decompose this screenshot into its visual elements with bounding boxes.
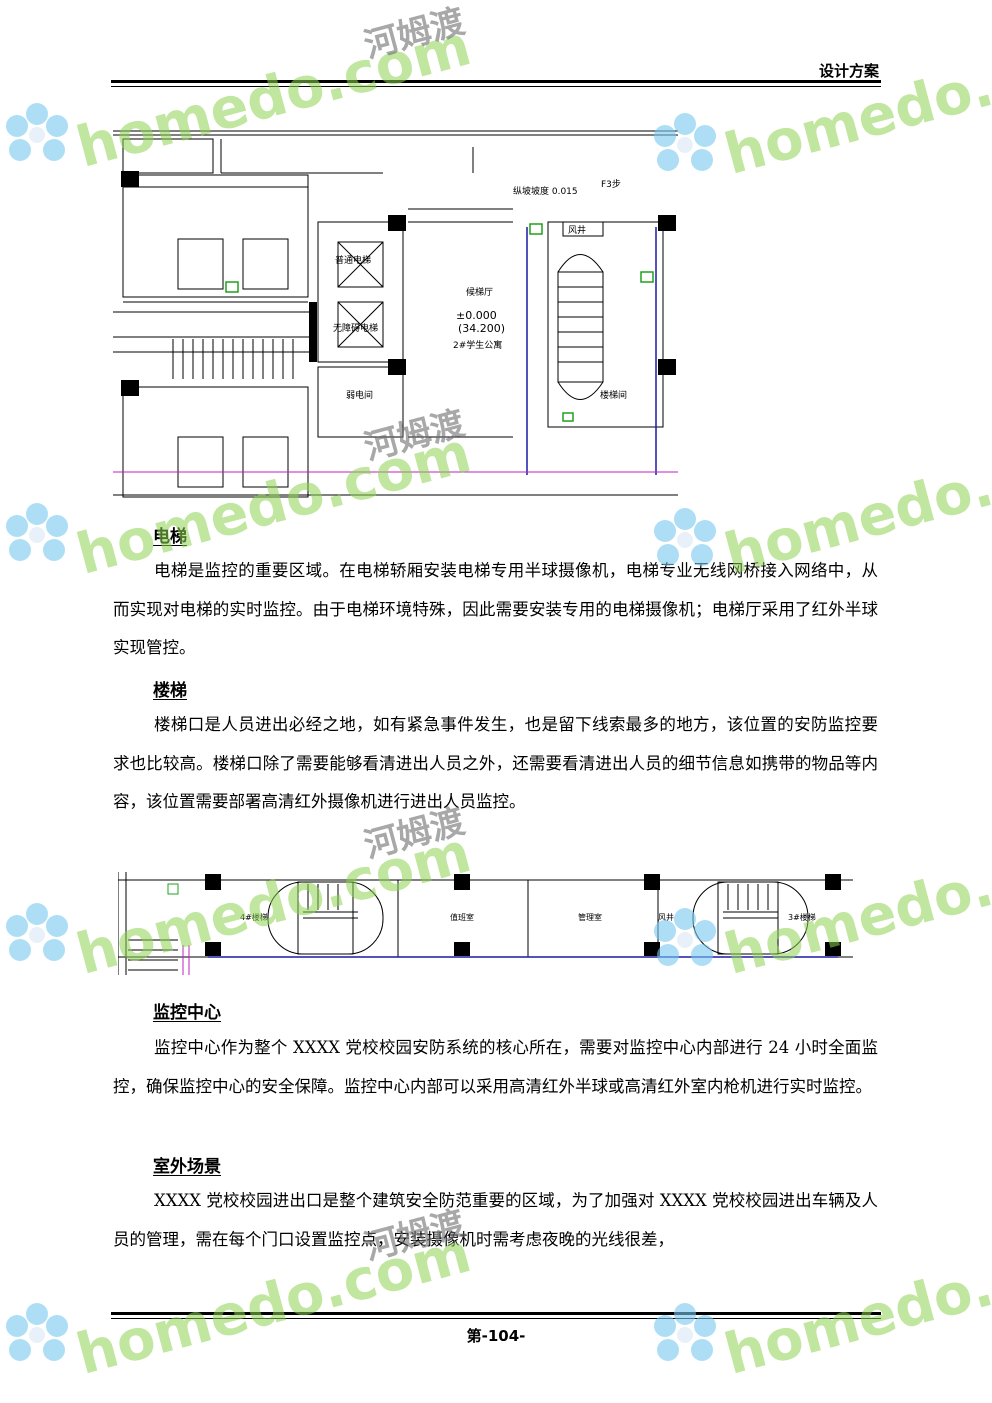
label-elevator-hall: 候梯厅 bbox=[466, 286, 493, 298]
flower-logo-icon bbox=[654, 908, 716, 966]
watermark-text: homedo.com bbox=[718, 20, 992, 188]
label-steps: F3步 bbox=[601, 179, 621, 190]
header-title: 设计方案 bbox=[818, 62, 879, 80]
paragraph: 楼梯口是人员进出必经之地，如有紧急事件发生，也是留下线索最多的地方，该位置的安防… bbox=[113, 715, 878, 811]
section-body-outdoor: XXXX 党校校园进出口是整个建筑安全防范重要的区域，为了加强对 XXXX 党校… bbox=[113, 1182, 878, 1259]
paragraph: XXXX 党校校园进出口是整个建筑安全防范重要的区域，为了加强对 XXXX 党校… bbox=[113, 1191, 878, 1249]
label-elevator1: 普通电梯 bbox=[335, 254, 371, 266]
section-body-elevator: 电梯是监控的重要区域。在电梯轿厢安装电梯专用半球摄像机，电梯专业无线网桥接入网络… bbox=[113, 552, 878, 668]
flower-logo-icon bbox=[6, 1303, 68, 1361]
label-wind: 风井 bbox=[568, 224, 586, 236]
header-rule bbox=[111, 80, 881, 83]
floor-plan-figure-1: 普通电梯 无障碍电梯 弱电间 候梯厅 ±0.000 (34.200) 2#学生公… bbox=[113, 127, 678, 500]
floor-plan-figure-2: 4#楼梯 值班室 管理室 风井 3#楼梯 bbox=[117, 860, 853, 978]
section-heading-stairs: 楼梯 bbox=[153, 681, 187, 701]
label-level2: (34.200) bbox=[458, 322, 505, 335]
footer-rule bbox=[111, 1312, 881, 1315]
header-rule-thin bbox=[111, 86, 881, 87]
flower-logo-icon bbox=[654, 113, 716, 171]
label-room2: 管理室 bbox=[578, 912, 602, 922]
flower-logo-icon bbox=[6, 103, 68, 161]
label-level: ±0.000 bbox=[456, 309, 497, 322]
footer-rule-thin bbox=[111, 1318, 881, 1319]
flower-logo-icon bbox=[654, 1303, 716, 1361]
label-room1: 值班室 bbox=[450, 912, 474, 922]
label-stair: 楼梯间 bbox=[600, 389, 627, 401]
section-heading-outdoor: 室外场景 bbox=[153, 1157, 221, 1177]
label-stair-right: 3#楼梯 bbox=[788, 912, 816, 922]
section-body-stairs: 楼梯口是人员进出必经之地，如有紧急事件发生，也是留下线索最多的地方，该位置的安防… bbox=[113, 706, 878, 822]
section-heading-monitoring-center: 监控中心 bbox=[153, 1003, 221, 1023]
flower-logo-icon bbox=[654, 508, 716, 566]
page-number: 第-104- bbox=[466, 1327, 526, 1345]
label-building: 2#学生公寓 bbox=[453, 339, 502, 351]
paragraph: 电梯是监控的重要区域。在电梯轿厢安装电梯专用半球摄像机，电梯专业无线网桥接入网络… bbox=[113, 561, 878, 657]
floor-plan-drawing-2: 4#楼梯 值班室 管理室 风井 3#楼梯 bbox=[117, 872, 853, 975]
floor-plan-drawing-1: 普通电梯 无障碍电梯 弱电间 候梯厅 ±0.000 (34.200) 2#学生公… bbox=[113, 130, 678, 498]
flower-logo-icon bbox=[6, 903, 68, 961]
paragraph: 监控中心作为整个 XXXX 党校校园安防系统的核心所在，需要对监控中心内部进行 … bbox=[113, 1038, 878, 1096]
section-heading-elevator: 电梯 bbox=[153, 527, 187, 547]
label-elec-room: 弱电间 bbox=[346, 389, 373, 401]
label-slope: 纵坡坡度 0.015 bbox=[513, 185, 578, 197]
label-stair-left: 4#楼梯 bbox=[240, 912, 268, 922]
flower-logo-icon bbox=[6, 503, 68, 561]
label-elevator2: 无障碍电梯 bbox=[333, 322, 378, 334]
label-wind2: 风井 bbox=[658, 912, 674, 922]
section-body-monitoring-center: 监控中心作为整个 XXXX 党校校园安防系统的核心所在，需要对监控中心内部进行 … bbox=[113, 1029, 878, 1106]
